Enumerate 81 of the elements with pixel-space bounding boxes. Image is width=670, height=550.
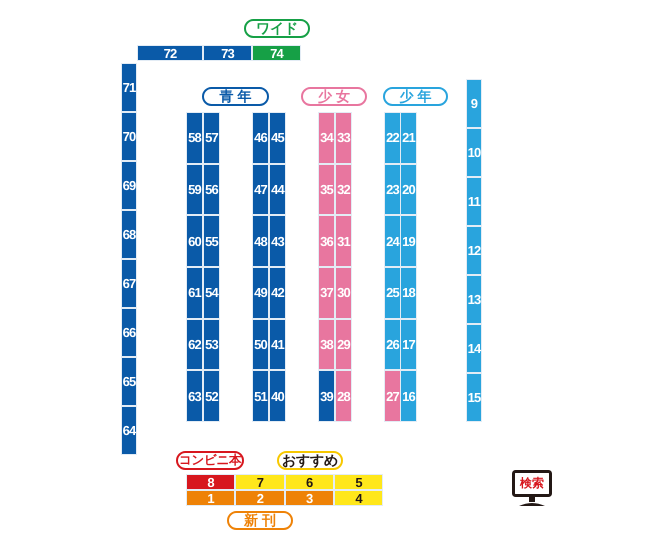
section-label: ワイド xyxy=(244,19,310,38)
shelf-section: 20 xyxy=(400,164,417,216)
section-label: 新 刊 xyxy=(227,511,293,530)
section-label: 少 年 xyxy=(383,87,448,106)
shelf-section: 3 xyxy=(284,490,334,506)
shelf-section: 1 xyxy=(186,490,236,506)
shelf-section: 13 xyxy=(466,275,482,324)
shelf-section: 18 xyxy=(400,267,417,319)
shelf-section: 59 xyxy=(186,164,203,216)
shelf-section: 6 xyxy=(284,474,334,490)
shelf-section: 42 xyxy=(269,267,286,319)
shelf-section: 36 xyxy=(318,215,335,267)
section-label: 少 女 xyxy=(301,87,367,106)
shelf-section: 9 xyxy=(466,79,482,128)
shelf-section: 44 xyxy=(269,164,286,216)
shelf-section: 11 xyxy=(466,177,482,226)
shelf-section: 5 xyxy=(334,474,384,490)
shelf-section: 65 xyxy=(121,357,137,406)
shelf-section: 62 xyxy=(186,318,203,370)
shelf-section: 48 xyxy=(252,215,269,267)
shelf-section: 69 xyxy=(121,161,137,210)
shelf-section: 66 xyxy=(121,308,137,357)
shelf-section: 54 xyxy=(203,267,220,319)
shelf-section: 70 xyxy=(121,112,137,161)
shelf-section: 58 xyxy=(186,112,203,164)
shelf-section: 22 xyxy=(384,112,401,164)
shelf-section: 33 xyxy=(335,112,352,164)
shelf-section: 37 xyxy=(318,267,335,319)
shelf-section: 2 xyxy=(235,490,285,506)
shelf-section: 50 xyxy=(252,318,269,370)
shelf-section: 27 xyxy=(384,370,401,422)
shelf-section: 45 xyxy=(269,112,286,164)
shelf-section: 39 xyxy=(318,370,335,422)
shelf-section: 49 xyxy=(252,267,269,319)
shelf-section: 4 xyxy=(334,490,384,506)
shelf-section: 41 xyxy=(269,318,286,370)
shelf-section: 10 xyxy=(466,128,482,177)
shelf-section: 60 xyxy=(186,215,203,267)
shelf-section: 38 xyxy=(318,318,335,370)
shelf-section: 74 xyxy=(252,45,301,61)
shelf-section: 25 xyxy=(384,267,401,319)
shelf-section: 15 xyxy=(466,373,482,422)
shelf-section: 14 xyxy=(466,324,482,373)
shelf-section: 19 xyxy=(400,215,417,267)
shelf-section: 8 xyxy=(186,474,236,490)
section-label: コンビニ本 xyxy=(176,451,244,470)
shelf-section: 57 xyxy=(203,112,220,164)
shelf-section: 21 xyxy=(400,112,417,164)
shelf-section: 46 xyxy=(252,112,269,164)
shelf-section: 43 xyxy=(269,215,286,267)
shelf-section: 53 xyxy=(203,318,220,370)
shelf-section: 30 xyxy=(335,267,352,319)
shelf-section: 51 xyxy=(252,370,269,422)
shelf-section: 47 xyxy=(252,164,269,216)
shelf-section: 26 xyxy=(384,318,401,370)
shelf-section: 16 xyxy=(400,370,417,422)
shelf-section: 24 xyxy=(384,215,401,267)
shelf-section: 31 xyxy=(335,215,352,267)
shelf-section: 63 xyxy=(186,370,203,422)
shelf-section: 34 xyxy=(318,112,335,164)
shelf-section: 7 xyxy=(235,474,285,490)
shelf-section: 56 xyxy=(203,164,220,216)
shelf-section: 35 xyxy=(318,164,335,216)
shelf-section: 12 xyxy=(466,226,482,275)
shelf-section: 67 xyxy=(121,259,137,308)
shelf-section: 29 xyxy=(335,318,352,370)
shelf-section: 73 xyxy=(203,45,252,61)
shelf-section: 40 xyxy=(269,370,286,422)
shelf-section: 23 xyxy=(384,164,401,216)
shelf-section: 52 xyxy=(203,370,220,422)
shelf-section: 32 xyxy=(335,164,352,216)
shelf-section: 71 xyxy=(121,63,137,112)
shelf-section: 17 xyxy=(400,318,417,370)
shelf-section: 68 xyxy=(121,210,137,259)
shelf-section: 72 xyxy=(137,45,203,61)
shelf-section: 28 xyxy=(335,370,352,422)
section-label: 青 年 xyxy=(202,87,269,106)
shelf-section: 64 xyxy=(121,406,137,455)
section-label: おすすめ xyxy=(277,451,343,470)
shelf-section: 55 xyxy=(203,215,220,267)
shelf-section: 61 xyxy=(186,267,203,319)
